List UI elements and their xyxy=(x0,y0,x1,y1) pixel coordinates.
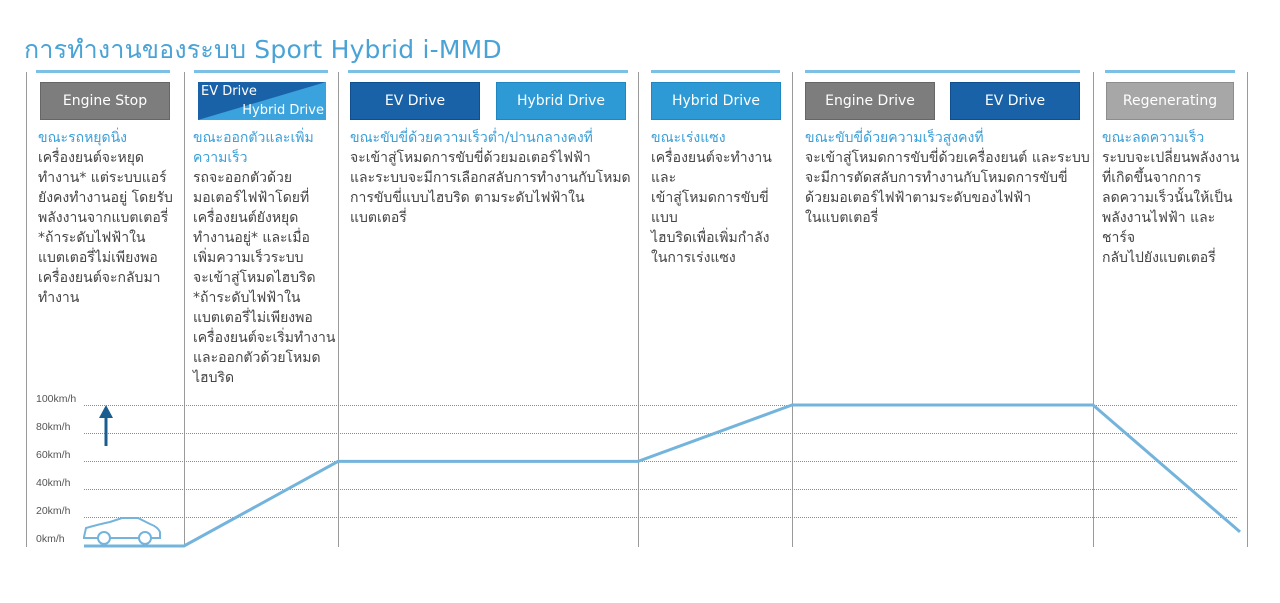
column-top-bar xyxy=(194,70,328,73)
car-icon xyxy=(83,517,161,545)
mode-body: รถจะออกตัวด้วย มอเตอร์ไฟฟ้าโดยที่ เครื่อ… xyxy=(193,170,336,386)
mode-description: ขณะเร่งแซง เครื่องยนต์จะทำงานและ เข้าสู่… xyxy=(651,128,791,268)
column-divider xyxy=(792,72,793,547)
page-title: การทำงานของระบบ Sport Hybrid i-MMD xyxy=(24,35,502,64)
hybrid-drive-badge: Hybrid Drive xyxy=(651,82,781,120)
column-top-bar xyxy=(651,70,780,73)
mode-body: จะเข้าสู่โหมดการขับขี่ด้วยมอเตอร์ไฟฟ้า แ… xyxy=(350,150,631,226)
mode-heading: ขณะรถหยุดนิ่ง xyxy=(38,130,128,146)
mode-heading: ขณะขับขี่ด้วยความเร็วสูงคงที่ xyxy=(805,130,984,146)
gridline xyxy=(84,517,1237,518)
y-tick-label: 20km/h xyxy=(36,505,71,517)
engine-stop-badge: Engine Stop xyxy=(40,82,170,120)
engine-drive-badge: Engine Drive xyxy=(805,82,935,120)
mode-body: จะเข้าสู่โหมดการขับขี่ด้วยเครื่องยนต์ แล… xyxy=(805,150,1090,226)
column-divider xyxy=(1247,72,1248,547)
y-tick-label: 100km/h xyxy=(36,393,77,405)
mode-heading: ขณะขับขี่ด้วยความเร็วต่ำ/ปานกลางคงที่ xyxy=(350,130,593,146)
gridline xyxy=(84,461,1237,462)
ev-drive-label: EV Drive xyxy=(201,84,257,99)
y-tick-label: 0km/h xyxy=(36,533,65,545)
mode-description: ขณะขับขี่ด้วยความเร็วสูงคงที่ จะเข้าสู่โ… xyxy=(805,128,1091,228)
column-divider xyxy=(638,72,639,547)
gridline xyxy=(84,405,1237,406)
mode-description: ขณะลดความเร็ว ระบบจะเปลี่ยนพลังงาน ที่เก… xyxy=(1102,128,1248,268)
ev-drive-badge: EV Drive xyxy=(950,82,1080,120)
column-top-bar xyxy=(36,70,170,73)
y-tick-label: 40km/h xyxy=(36,477,71,489)
y-tick-label: 60km/h xyxy=(36,449,71,461)
mode-description: ขณะออกตัวและเพิ่ม ความเร็ว รถจะออกตัวด้ว… xyxy=(193,128,339,388)
hybrid-drive-badge: Hybrid Drive xyxy=(496,82,626,120)
mode-body: เครื่องยนต์จะหยุด ทำงาน* แต่ระบบแอร์ ยัง… xyxy=(38,150,173,306)
column-divider xyxy=(338,72,339,547)
mode-heading: ขณะออกตัวและเพิ่ม ความเร็ว xyxy=(193,130,314,166)
ev-drive-badge: EV Drive xyxy=(350,82,480,120)
regenerating-badge: Regenerating xyxy=(1106,82,1234,120)
column-divider xyxy=(184,72,185,547)
column-top-bar xyxy=(805,70,1080,73)
hybrid-drive-label: Hybrid Drive xyxy=(242,103,324,118)
up-arrow-icon xyxy=(99,405,113,446)
mode-body: เครื่องยนต์จะทำงานและ เข้าสู่โหมดการขับข… xyxy=(651,150,772,266)
mode-description: ขณะขับขี่ด้วยความเร็วต่ำ/ปานกลางคงที่ จะ… xyxy=(350,128,638,228)
column-top-bar xyxy=(348,70,628,73)
ev-hybrid-drive-badge: EV Drive Hybrid Drive xyxy=(198,82,326,120)
column-top-bar xyxy=(1105,70,1235,73)
column-divider xyxy=(1093,72,1094,547)
y-tick-label: 80km/h xyxy=(36,421,71,433)
mode-description: ขณะรถหยุดนิ่ง เครื่องยนต์จะหยุด ทำงาน* แ… xyxy=(38,128,180,308)
speed-line xyxy=(84,403,1241,548)
column-divider xyxy=(26,72,27,547)
gridline xyxy=(84,489,1237,490)
mode-heading: ขณะลดความเร็ว xyxy=(1102,130,1205,146)
gridline xyxy=(84,433,1237,434)
mode-heading: ขณะเร่งแซง xyxy=(651,130,726,146)
mode-body: ระบบจะเปลี่ยนพลังงาน ที่เกิดขึ้นจากการ ล… xyxy=(1102,150,1240,266)
